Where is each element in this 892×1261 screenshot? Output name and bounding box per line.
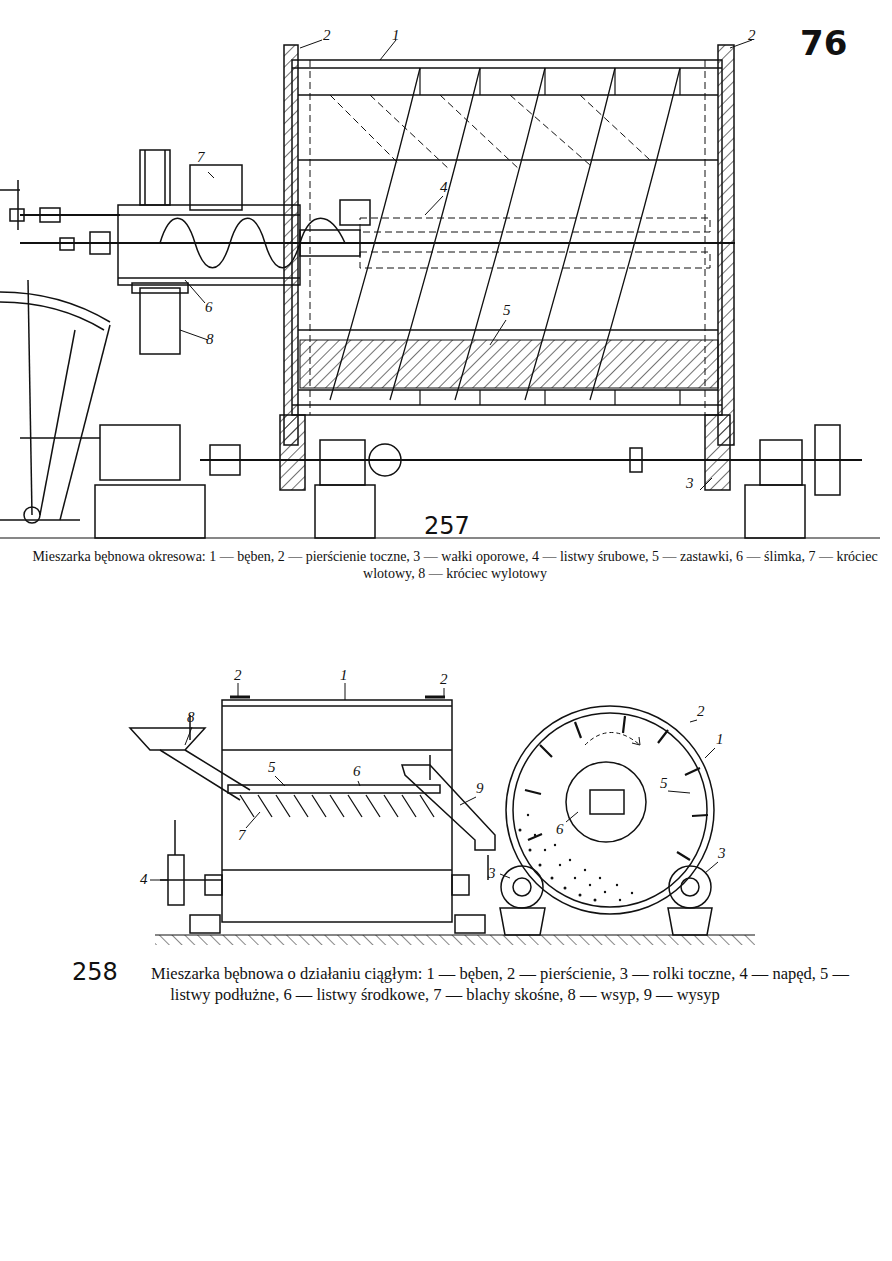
callout-number: 5: [268, 760, 276, 775]
figure-caption: Mieszarka bębnowa okresowa: 1 — bęben, 2…: [30, 549, 880, 583]
page-number: 76: [800, 26, 847, 60]
callout-number: 9: [476, 781, 484, 796]
callout-number: 4: [440, 180, 448, 195]
callout-number: 2: [697, 704, 705, 719]
callout-number: 5: [503, 303, 511, 318]
figure-caption: Mieszarka bębnowa o działaniu ciągłym: 1…: [30, 964, 860, 1005]
batch-mixer: [0, 40, 880, 538]
callout-number: 2: [323, 28, 331, 43]
figure-number: 258: [72, 960, 118, 984]
callout-number: 3: [488, 866, 496, 881]
callout-number: 1: [392, 28, 400, 43]
figure-number: 257: [424, 514, 470, 538]
callout-number: 6: [205, 300, 213, 315]
callout-number: 2: [748, 28, 756, 43]
callout-number: 1: [716, 732, 724, 747]
callout-number: 8: [206, 332, 214, 347]
callout-number: 4: [140, 872, 148, 887]
callout-number: 2: [234, 668, 242, 683]
callout-number: 8: [187, 710, 195, 725]
callout-number: 3: [718, 846, 726, 861]
callout-number: 1: [340, 668, 348, 683]
continuous-mixer: [130, 683, 755, 945]
callout-number: 5: [660, 776, 668, 791]
callout-number: 6: [353, 764, 361, 779]
callout-number: 2: [440, 672, 448, 687]
callout-number: 6: [556, 822, 564, 837]
callout-number: 7: [238, 828, 246, 843]
callout-number: 7: [197, 150, 205, 165]
callout-number: 3: [686, 476, 694, 491]
